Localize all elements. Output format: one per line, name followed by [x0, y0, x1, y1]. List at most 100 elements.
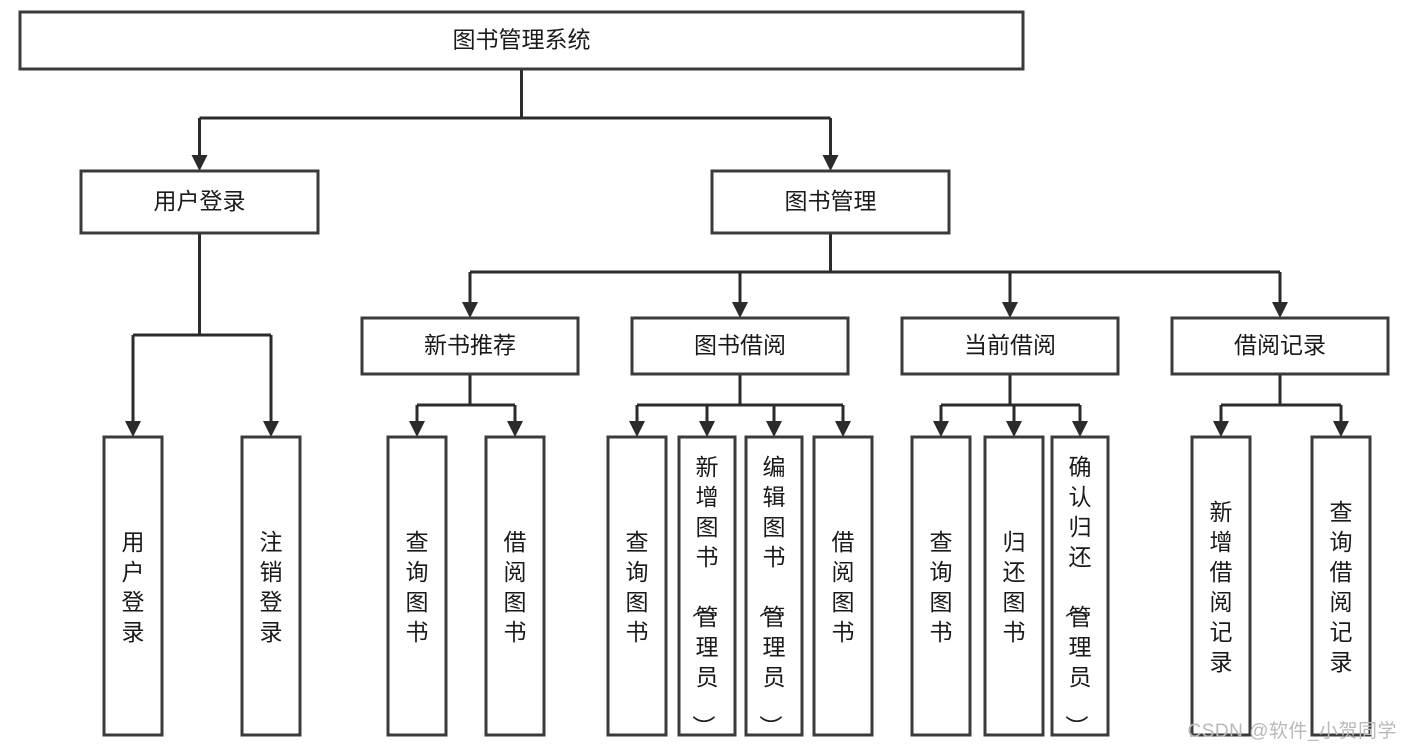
node-label: 注销登录: [260, 529, 283, 645]
arrow-head: [1072, 421, 1088, 437]
node-book-borrow[interactable]: 图书借阅: [630, 316, 850, 376]
node-box[interactable]: [102, 435, 164, 737]
node-leaf-borrow-book-2[interactable]: 借阅图书: [812, 435, 874, 737]
arrow-head: [822, 155, 839, 171]
node-leaf-borrow-book-1[interactable]: 借阅图书: [484, 435, 546, 737]
node-new-book-recommend[interactable]: 新书推荐: [360, 316, 580, 376]
node-leaf-edit-book[interactable]: 编辑图书（管理员）: [744, 435, 804, 738]
node-leaf-query-book-2[interactable]: 查询图书: [606, 435, 668, 737]
node-label: 图书管理系统: [453, 27, 591, 53]
node-box[interactable]: [710, 169, 951, 235]
connector-lines-group: [125, 69, 1349, 437]
arrow-head: [1213, 421, 1229, 437]
node-label: 用户登录: [122, 529, 145, 645]
node-label: 查询借阅记录: [1330, 499, 1353, 675]
node-box[interactable]: [983, 435, 1045, 737]
node-box[interactable]: [1190, 435, 1252, 737]
arrow-connector: [1333, 405, 1349, 437]
node-box[interactable]: [606, 435, 668, 737]
arrow-connector: [629, 405, 645, 437]
node-label: 新增图书（管理员）: [691, 454, 719, 738]
arrow-head: [699, 421, 715, 437]
node-label: 编辑图书（管理员）: [758, 454, 786, 738]
arrow-connector: [699, 405, 715, 437]
node-label: 查询图书: [626, 529, 649, 645]
node-box[interactable]: [677, 435, 737, 737]
node-label: 新增借阅记录: [1210, 499, 1233, 675]
node-label: 新书推荐: [424, 332, 516, 358]
node-leaf-logout[interactable]: 注销登录: [240, 435, 302, 737]
arrow-head: [409, 421, 425, 437]
node-box[interactable]: [386, 435, 448, 737]
node-label: 用户登录: [154, 188, 246, 214]
arrow-connector: [933, 405, 949, 437]
arrow-head: [732, 302, 748, 318]
arrow-connector: [191, 118, 208, 171]
arrow-head: [835, 421, 851, 437]
arrow-head: [125, 421, 141, 437]
node-label: 查询图书: [406, 529, 429, 645]
node-label: 借阅记录: [1234, 332, 1326, 358]
node-box[interactable]: [910, 435, 972, 737]
arrow-connector: [822, 118, 839, 171]
node-box[interactable]: [240, 435, 302, 737]
arrow-head: [629, 421, 645, 437]
node-leaf-query-record[interactable]: 查询借阅记录: [1310, 435, 1372, 737]
arrow-connector: [1002, 272, 1018, 318]
node-box[interactable]: [79, 169, 320, 235]
node-box[interactable]: [744, 435, 804, 737]
node-root-root[interactable]: 图书管理系统: [18, 10, 1025, 71]
node-box[interactable]: [1170, 316, 1390, 376]
node-leaf-query-book-3[interactable]: 查询图书: [910, 435, 972, 737]
node-box[interactable]: [1310, 435, 1372, 737]
arrow-connector: [835, 405, 851, 437]
arrow-head: [1006, 421, 1022, 437]
node-user-login[interactable]: 用户登录: [79, 169, 320, 235]
node-borrow-record[interactable]: 借阅记录: [1170, 316, 1390, 376]
node-leaf-confirm-return[interactable]: 确认归还（管理员）: [1050, 435, 1110, 738]
node-box[interactable]: [812, 435, 874, 737]
arrow-connector: [1072, 405, 1088, 437]
node-label: 借阅图书: [504, 529, 527, 645]
arrow-connector: [507, 405, 523, 437]
node-leaf-return-book[interactable]: 归还图书: [983, 435, 1045, 737]
node-leaf-add-book[interactable]: 新增图书（管理员）: [677, 435, 737, 738]
node-label: 借阅图书: [832, 529, 855, 645]
arrow-connector: [766, 405, 782, 437]
node-leaf-query-book-1[interactable]: 查询图书: [386, 435, 448, 737]
node-box[interactable]: [360, 316, 580, 376]
node-book-management[interactable]: 图书管理: [710, 169, 951, 235]
arrow-head: [462, 302, 478, 318]
node-leaf-user-login[interactable]: 用户登录: [102, 435, 164, 737]
node-box[interactable]: [630, 316, 850, 376]
node-box[interactable]: [18, 10, 1025, 71]
arrow-head: [933, 421, 949, 437]
arrow-connector: [1272, 272, 1288, 318]
node-current-borrow[interactable]: 当前借阅: [900, 316, 1120, 376]
node-box[interactable]: [900, 316, 1120, 376]
arrow-connector: [409, 405, 425, 437]
arrow-head: [766, 421, 782, 437]
arrow-connector: [732, 272, 748, 318]
arrow-head: [191, 155, 208, 171]
arrow-head: [1272, 302, 1288, 318]
node-label: 查询图书: [930, 529, 953, 645]
arrow-connector: [1213, 405, 1229, 437]
node-box[interactable]: [484, 435, 546, 737]
node-boxes-group: 图书管理系统用户登录图书管理新书推荐图书借阅当前借阅借阅记录用户登录注销登录查询…: [18, 10, 1390, 738]
node-label: 当前借阅: [964, 332, 1056, 358]
arrow-head: [1002, 302, 1018, 318]
arrow-head: [263, 421, 279, 437]
node-label: 归还图书: [1003, 529, 1026, 645]
node-label: 确认归还（管理员）: [1064, 454, 1092, 738]
arrow-head: [507, 421, 523, 437]
node-label: 图书借阅: [694, 332, 786, 358]
node-box[interactable]: [1050, 435, 1110, 737]
csdn-watermark: CSDN @软件_小贺同学: [1187, 721, 1397, 742]
node-leaf-add-record[interactable]: 新增借阅记录: [1190, 435, 1252, 737]
node-label: 图书管理: [785, 188, 877, 214]
arrow-connector: [462, 272, 478, 318]
arrow-connector: [125, 335, 141, 437]
arrow-head: [1333, 421, 1349, 437]
